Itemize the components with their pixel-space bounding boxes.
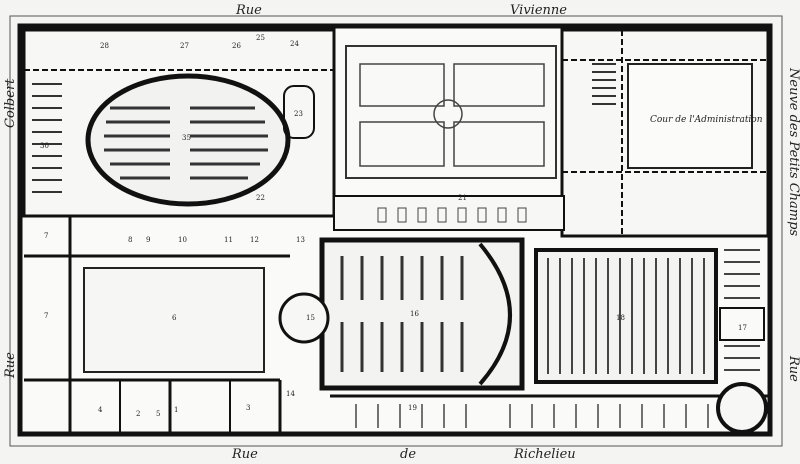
reading-room-apse: [478, 242, 512, 386]
room-number: 15: [306, 314, 315, 322]
street-label-petits-champs: Neuve des Petits Champs: [786, 67, 800, 236]
court-label-administration: Cour de l'Administration: [650, 115, 763, 125]
gallery-bays: [377, 207, 527, 223]
garden-parterre: [359, 63, 445, 107]
garden-parterre: [453, 63, 545, 107]
reading-room-desks: [340, 256, 464, 372]
oval-room-desks: [104, 106, 268, 180]
stack-shelves: [547, 258, 705, 374]
room-number: 13: [296, 236, 305, 244]
room-number: 16: [410, 310, 419, 318]
bottom-strip-bays: [355, 404, 709, 428]
room-number: 30: [40, 142, 49, 150]
corner-rotunda-19: [716, 382, 768, 434]
room-number: 18: [616, 314, 625, 322]
vestibule-15: [278, 292, 330, 344]
stacks-18: [534, 248, 718, 384]
left-stack-shelves: [32, 83, 62, 193]
gallery-21: [333, 195, 565, 231]
right-stack-shelves: [724, 249, 760, 371]
room-number: 35: [182, 134, 191, 142]
garden-fountain: [433, 99, 463, 129]
room-number: 25: [256, 34, 265, 42]
room-23-outline: [283, 85, 315, 139]
room-number: 2: [136, 410, 140, 418]
room-number: 8: [128, 236, 132, 244]
room-number: 6: [172, 314, 177, 322]
room-number: 23: [294, 110, 303, 118]
main-court-6: [83, 267, 265, 373]
street-label-de: de: [400, 447, 416, 462]
street-label-rue-top: Rue: [235, 3, 262, 18]
room-number: 17: [738, 324, 747, 332]
room-number: 28: [100, 42, 109, 50]
street-label-rue-right: Rue: [786, 355, 800, 382]
site-outline: [9, 15, 783, 447]
room-number: 24: [290, 40, 299, 48]
garden-parterre: [453, 121, 545, 167]
room-number: 10: [178, 236, 187, 244]
street-label-colbert: Colbert: [3, 78, 18, 128]
room-number: 3: [246, 404, 250, 412]
street-label-rue-bottom: Rue: [231, 447, 258, 462]
room-number: 26: [232, 42, 241, 50]
street-label-richelieu: Richelieu: [513, 447, 576, 462]
room-number: 9: [146, 236, 150, 244]
room-number: 14: [286, 390, 295, 398]
room-number: 11: [224, 236, 233, 244]
room-number: 21: [458, 194, 467, 202]
room-number: 19: [408, 404, 417, 412]
room-number: 12: [250, 236, 259, 244]
room-number: 4: [98, 406, 103, 414]
room-number: 22: [256, 194, 265, 202]
stair-treads: [592, 63, 616, 105]
room-number: 7: [44, 232, 48, 240]
room-number: 27: [180, 42, 189, 50]
room-number: 1: [174, 406, 178, 414]
top-garden-court: [345, 45, 557, 179]
room-17-outline: [719, 307, 765, 341]
room-number: 5: [156, 410, 160, 418]
street-label-vivienne: Vivienne: [510, 3, 567, 18]
garden-parterre: [359, 121, 445, 167]
street-label-rue-left: Rue: [3, 352, 18, 379]
administration-court: [627, 63, 753, 169]
room-number: 7: [44, 312, 48, 320]
